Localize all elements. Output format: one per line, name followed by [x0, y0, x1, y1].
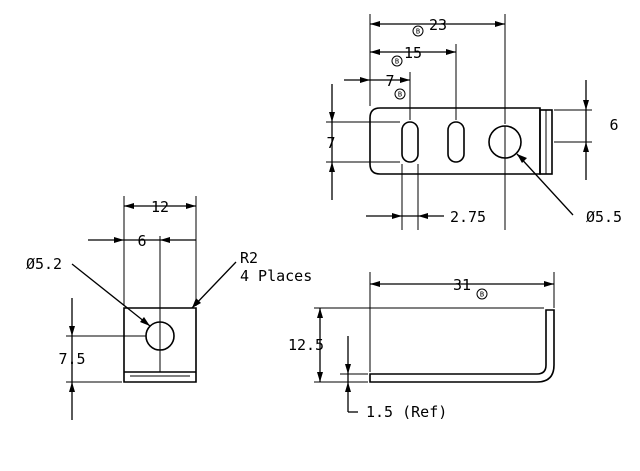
end-view: 12 6 Ø5.2 R2 4 Places 7.5 [26, 196, 312, 420]
dim-end-height: 7.5 [58, 350, 85, 368]
svg-text:B: B [398, 91, 402, 99]
end-view-outline [123, 307, 197, 383]
dim-top-overall: 23 [429, 16, 447, 34]
dim-end-center: 6 [137, 232, 146, 250]
svg-text:B: B [395, 58, 399, 66]
svg-text:B: B [416, 28, 420, 36]
dim-side-height: 12.5 [288, 336, 324, 354]
top-view: 23 B 15 B 7 B 7 6 2.75 Ø5.5 [326, 14, 622, 230]
dim-side-length: 31 [453, 276, 471, 294]
dim-top-slot-width: 2.75 [450, 208, 486, 226]
slot-middle [447, 121, 465, 163]
dim-end-width: 12 [151, 198, 169, 216]
dim-top-first: 7 [385, 72, 394, 90]
dim-top-hole: Ø5.5 [586, 208, 622, 226]
slot-left [401, 121, 419, 163]
dim-end-radius-note: 4 Places [240, 267, 312, 285]
dim-end-hole: Ø5.2 [26, 255, 62, 273]
dim-top-right-height: 6 [609, 116, 618, 134]
dim-top-mid: 15 [404, 44, 422, 62]
side-view-outline [369, 309, 555, 383]
dim-side-thickness: 1.5 (Ref) [366, 403, 447, 421]
top-view-outline [369, 107, 541, 175]
dim-top-height: 7 [326, 134, 335, 152]
dim-end-radius: R2 [240, 249, 258, 267]
svg-text:B: B [480, 291, 484, 299]
side-view: 31 B 12.5 1.5 (Ref) [288, 272, 555, 421]
